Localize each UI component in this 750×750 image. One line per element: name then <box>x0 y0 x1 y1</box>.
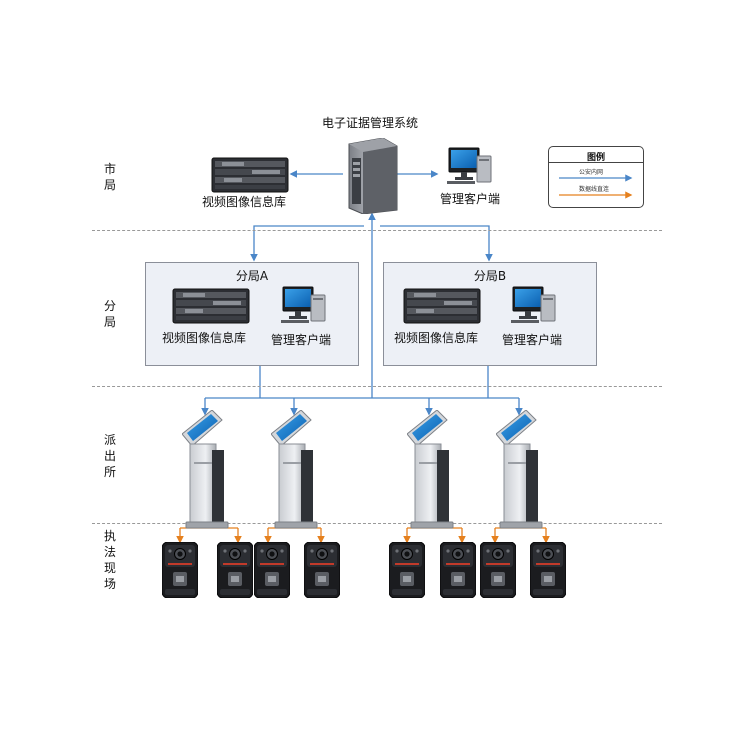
branch-b-mgmt-client-label: 管理客户端 <box>502 333 563 347</box>
station-kiosk-icon-3 <box>407 410 454 529</box>
city-mgmt-client-icon <box>446 147 492 185</box>
legend-swatch-direct <box>559 191 633 199</box>
branch-a-video-db-label: 视频图像信息库 <box>162 331 247 345</box>
city-video-db-label: 视频图像信息库 <box>202 195 287 209</box>
legend-swatch-network <box>559 174 633 182</box>
body-camera-icon-8 <box>530 542 566 598</box>
body-camera-icon-3 <box>254 542 290 598</box>
station-kiosk-icon-1 <box>182 410 229 529</box>
tier-separator-3 <box>92 523 662 524</box>
legend: 图例 公安内网 数据线直连 <box>548 146 644 208</box>
system-title: 电子证据管理系统 <box>322 116 419 130</box>
body-camera-icon-1 <box>162 542 198 598</box>
tier-label-branch: 分局 <box>103 299 116 329</box>
branch-b-video-db-label: 视频图像信息库 <box>394 331 479 345</box>
branch-a-box: 分局A 视频图像信息库 管理客户端 <box>145 262 359 366</box>
link-server-branch-b <box>380 225 493 262</box>
legend-item-network: 公安内网 <box>579 169 604 176</box>
body-camera-icon-7 <box>480 542 516 598</box>
branch-a-mgmt-client-label: 管理客户端 <box>271 333 332 347</box>
branch-a-video-db-icon <box>172 288 250 324</box>
body-camera-icon-5 <box>389 542 425 598</box>
tier-label-station: 派出所 <box>103 433 116 479</box>
body-camera-icon-2 <box>217 542 253 598</box>
station-kiosk-icon-2 <box>271 410 318 529</box>
direct-links <box>176 522 550 544</box>
network-links <box>201 170 523 416</box>
tier-separator-2 <box>92 386 662 387</box>
tier-label-city: 市局 <box>103 162 116 192</box>
link-server-branch-a <box>250 225 364 262</box>
city-video-db-icon <box>211 157 289 193</box>
branch-b-title: 分局B <box>473 269 507 283</box>
body-camera-icon-6 <box>440 542 476 598</box>
body-camera-icon-4 <box>304 542 340 598</box>
station-kiosk-icon-4 <box>496 410 543 529</box>
city-mgmt-client-label: 管理客户端 <box>440 192 501 206</box>
branch-a-title: 分局A <box>235 269 269 283</box>
tier-label-field: 执法现场 <box>103 529 116 591</box>
branch-b-box: 分局B 视频图像信息库 管理客户端 <box>383 262 597 366</box>
evidence-server-icon <box>348 138 398 214</box>
legend-item-direct: 数据线直连 <box>579 186 610 193</box>
legend-title: 图例 <box>586 153 605 163</box>
tier-separator-1 <box>92 230 662 231</box>
branch-a-mgmt-client-icon <box>280 286 326 324</box>
branch-b-mgmt-client-icon <box>510 286 556 324</box>
branch-b-video-db-icon <box>403 288 481 324</box>
